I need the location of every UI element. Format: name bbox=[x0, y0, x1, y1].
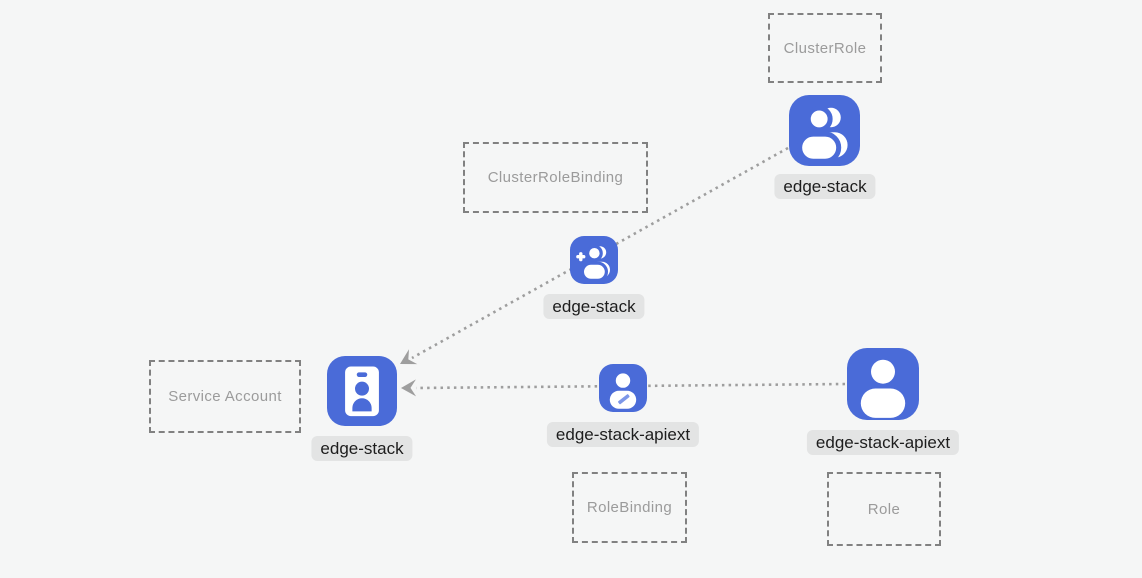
node-rolebinding-edge-stack-apiext bbox=[599, 364, 647, 412]
node-role-edge-stack-apiext bbox=[847, 348, 919, 420]
arrowhead-icon bbox=[400, 349, 418, 365]
user-plus-icon bbox=[570, 236, 618, 284]
kind-box-clusterrole: ClusterRole bbox=[768, 13, 882, 83]
node-label: edge-stack-apiext bbox=[546, 422, 700, 447]
user-edit-icon bbox=[599, 364, 647, 412]
kind-box-label: ClusterRoleBinding bbox=[487, 169, 624, 186]
kind-box-role: Role bbox=[827, 472, 941, 546]
node-label: edge-stack-apiext bbox=[806, 430, 960, 455]
kind-box-label: ClusterRole bbox=[783, 39, 867, 57]
node-label: edge-stack bbox=[543, 294, 645, 319]
kind-box-rolebinding: RoleBinding bbox=[572, 472, 687, 543]
node-label: edge-stack bbox=[774, 174, 876, 199]
kind-box-label: RoleBinding bbox=[586, 499, 673, 516]
kind-box-label: Service Account bbox=[168, 388, 282, 405]
node-clusterrolebinding-edge-stack bbox=[570, 236, 618, 284]
users-icon bbox=[789, 95, 860, 166]
node-serviceaccount-edge-stack bbox=[327, 356, 397, 426]
arrowhead-icon bbox=[401, 379, 417, 397]
kind-box-label: Role bbox=[867, 500, 901, 518]
node-label: edge-stack bbox=[311, 436, 413, 461]
kind-box-serviceaccount: Service Account bbox=[149, 360, 301, 433]
id-badge-icon bbox=[327, 356, 397, 426]
kind-box-clusterrolebinding: ClusterRoleBinding bbox=[463, 142, 648, 213]
user-icon bbox=[847, 348, 919, 420]
node-clusterrole-edge-stack bbox=[789, 95, 860, 166]
